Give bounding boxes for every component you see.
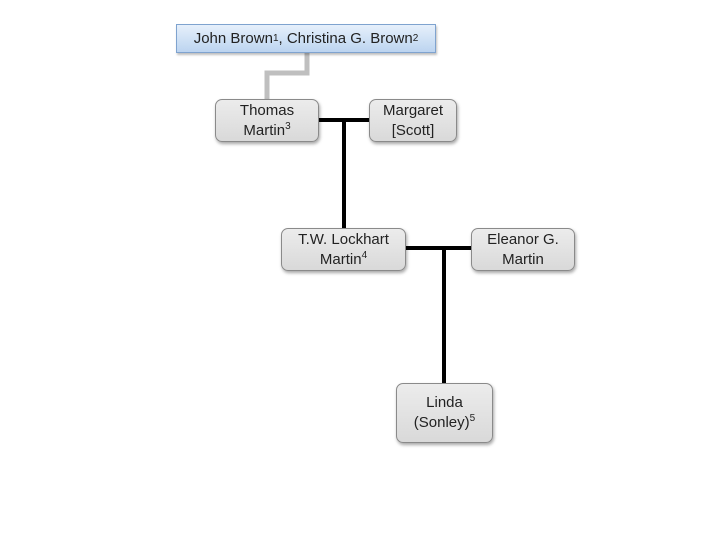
- name-christina-brown: Christina G. Brown: [286, 29, 413, 47]
- thomas-line2: Martin: [243, 121, 286, 139]
- node-thomas-martin: Thomas Martin3: [215, 99, 319, 142]
- note-thomas-martin: 3: [285, 120, 291, 132]
- root-connector: [264, 52, 310, 99]
- node-linda-sonley: Linda (Sonley)5: [396, 383, 493, 443]
- tw-line1: T.W. Lockhart: [298, 230, 389, 248]
- tw-line2: Martin: [319, 250, 362, 268]
- margaret-line2: [Scott]: [391, 121, 435, 139]
- eleanor-line1: Eleanor G.: [487, 230, 559, 248]
- note-linda-sonley: 5: [469, 413, 476, 424]
- node-tw-lockhart-martin: T.W. Lockhart Martin4: [281, 228, 406, 271]
- margaret-line1: Margaret: [382, 101, 444, 119]
- name-john-brown: John Brown: [193, 29, 273, 47]
- thomas-line1: Thomas: [239, 101, 295, 119]
- node-margaret-scott: Margaret [Scott]: [369, 99, 457, 142]
- linda-line2: (Sonley): [413, 414, 470, 431]
- linda-line1: Linda: [426, 394, 463, 411]
- name-separator: ,: [278, 29, 287, 47]
- node-eleanor-martin: Eleanor G. Martin: [471, 228, 575, 271]
- note-tw-lockhart-martin: 4: [361, 249, 368, 261]
- eleanor-line2: Martin: [502, 250, 544, 268]
